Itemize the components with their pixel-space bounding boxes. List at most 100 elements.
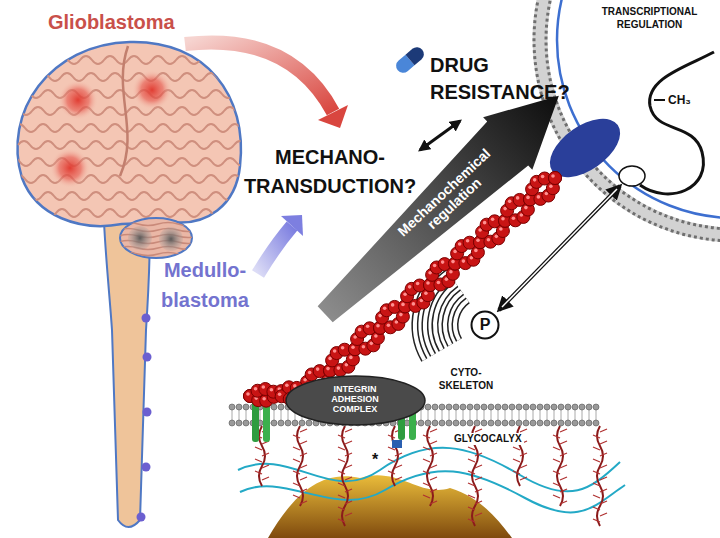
glycan-bristle xyxy=(593,483,600,486)
lipid-head xyxy=(460,404,466,410)
glycan-bristle xyxy=(475,429,482,432)
lipid-tail xyxy=(540,409,541,421)
tumor-spot xyxy=(50,148,90,188)
lipid-tail xyxy=(246,409,247,421)
glycan-bristle xyxy=(600,477,607,480)
glycan-bristle xyxy=(560,429,567,432)
lipid-tail xyxy=(421,409,422,421)
text-label: MECHANO- TRANSDUCTION? xyxy=(230,143,430,201)
phospho-circle: P xyxy=(470,310,500,340)
bead-highlight xyxy=(376,324,380,328)
arrow-head xyxy=(318,105,348,128)
glycan-bristle xyxy=(520,429,527,432)
lipid-tail xyxy=(449,409,450,421)
lipid-head xyxy=(236,420,242,426)
lipid-head xyxy=(474,404,480,410)
glycan-bristle xyxy=(255,471,262,474)
glycan-bristle xyxy=(553,495,560,498)
lipid-head xyxy=(271,420,277,426)
glycan-bristle xyxy=(262,453,269,456)
gyrus xyxy=(8,107,260,115)
lipid-tail xyxy=(498,409,499,421)
bead-highlight xyxy=(374,334,378,338)
lipid-head xyxy=(229,420,235,426)
tumor-spot xyxy=(58,80,98,120)
spinal-cord xyxy=(104,222,150,527)
lipid-tail xyxy=(533,409,534,421)
glycan-bristle xyxy=(513,447,520,450)
label-holder: Glioblastoma xyxy=(48,10,175,34)
node-text: P xyxy=(480,316,491,334)
glycan-bristle xyxy=(423,435,430,438)
glycan-bristle xyxy=(300,465,307,468)
text-label: Glioblastoma xyxy=(48,10,175,34)
glycan-bristle xyxy=(338,447,345,450)
glycan-bristle xyxy=(430,489,437,492)
lipid-tail xyxy=(456,409,457,421)
glycan-bristle xyxy=(600,441,607,444)
glycan-bristle xyxy=(513,459,520,462)
lipid-head xyxy=(586,420,592,426)
bead-highlight xyxy=(349,356,353,360)
bead-highlight xyxy=(508,199,512,203)
microtubule-core xyxy=(455,300,468,340)
lipid-head xyxy=(516,404,522,410)
glycan-bristle xyxy=(468,471,475,474)
glycan-bristle xyxy=(560,501,567,504)
metastasis-dot xyxy=(137,513,146,522)
glycan-bristle xyxy=(468,483,475,486)
glycan-bristle xyxy=(293,495,300,498)
receptor xyxy=(392,440,402,448)
glycan-bristle xyxy=(293,471,300,474)
lipid-head xyxy=(271,404,277,410)
tumor-spot xyxy=(132,70,172,110)
glycan-bristle xyxy=(600,501,607,504)
text-label: * xyxy=(370,450,380,469)
lipid-head xyxy=(488,420,494,426)
glycan-bristle xyxy=(338,471,345,474)
glycan-bristle xyxy=(345,441,352,444)
bead-highlight xyxy=(426,281,430,285)
text-label: GLYCOCALYX xyxy=(452,433,524,445)
bead-highlight xyxy=(526,196,530,200)
glycan-bristle xyxy=(520,477,527,480)
glycan-bristle xyxy=(423,471,430,474)
bead-highlight xyxy=(491,218,495,222)
lipid-tail xyxy=(582,409,583,421)
glycan-bristle xyxy=(600,489,607,492)
glycan-bristle xyxy=(388,459,395,462)
glycan-bristle xyxy=(293,459,300,462)
lipid-head xyxy=(537,404,543,410)
bead-highlight xyxy=(401,303,405,307)
bead-highlight xyxy=(326,367,330,371)
nuclear-lamina xyxy=(557,0,720,218)
gyrus xyxy=(13,175,265,183)
bead-highlight xyxy=(351,345,355,349)
bead-highlight xyxy=(358,328,362,332)
node-text: INTEGRIN ADHESION COMPLEX xyxy=(309,385,401,415)
bead-highlight xyxy=(391,303,395,307)
actin-filament xyxy=(244,172,562,408)
label-holder: GLYCOCALYX xyxy=(452,433,524,445)
bead-highlight xyxy=(383,306,387,310)
glycan-bristle xyxy=(560,489,567,492)
bead-highlight xyxy=(426,281,430,285)
bead-highlight xyxy=(487,238,491,242)
lipid-tail xyxy=(274,409,275,421)
lipid-head xyxy=(537,420,543,426)
gyrus xyxy=(8,209,260,217)
glycan-bristle xyxy=(345,489,352,492)
glycan-bristle xyxy=(262,465,269,468)
bead-highlight xyxy=(246,392,250,396)
lipid-head xyxy=(530,420,536,426)
lipid-head xyxy=(278,420,284,426)
bead-highlight xyxy=(246,392,250,396)
glycan-bristle xyxy=(338,459,345,462)
lipid-head xyxy=(243,420,249,426)
bead-highlight xyxy=(512,216,516,220)
linc-complex xyxy=(540,107,631,189)
glycan-bristle xyxy=(600,429,607,432)
glycan-bristle xyxy=(338,519,345,522)
glycan-bristle xyxy=(338,483,345,486)
glycan-bristle xyxy=(560,441,567,444)
